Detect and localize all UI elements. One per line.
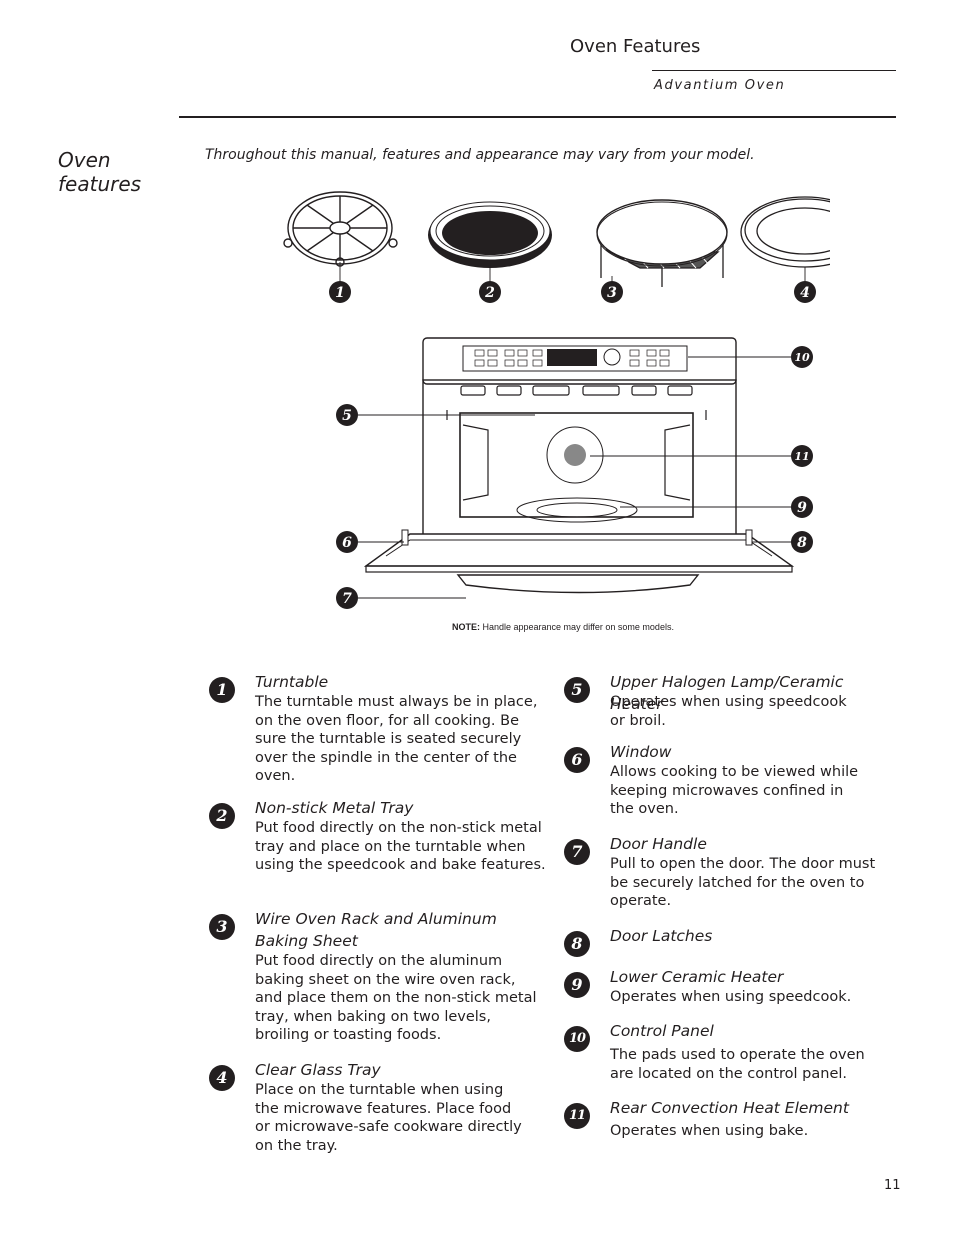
callout-2: 2 [479, 281, 501, 303]
glass-tray-illustration [740, 196, 830, 268]
feature-title: Door Handle [610, 835, 707, 853]
oven-illustration [363, 337, 795, 594]
page-number: 11 [884, 1178, 901, 1193]
callout-9: 9 [791, 496, 813, 518]
metal-tray-illustration [428, 201, 552, 268]
feature-number-badge: 6 [564, 747, 590, 773]
callout-leaders [339, 262, 806, 599]
wire-rack-illustration [596, 199, 728, 287]
svg-text:11: 11 [794, 450, 809, 463]
svg-text:7: 7 [342, 591, 352, 607]
callout-8: 8 [791, 531, 813, 553]
feature-description: The pads used to operate the oven are lo… [610, 1047, 865, 1082]
feature-title: Non-stick Metal Tray [255, 799, 414, 817]
feature-number-badge: 8 [564, 931, 590, 957]
feature-title: Upper Halogen Lamp/Ceramic Heater [610, 673, 844, 713]
feature-title: Clear Glass Tray [255, 1061, 381, 1079]
callout-3: 3 [601, 281, 623, 303]
callout-4: 4 [794, 281, 816, 303]
section-title: Oven features [58, 148, 141, 196]
feature-description: The turntable must always be in place, o… [255, 694, 538, 785]
section-title-line1: Oven [58, 148, 111, 172]
svg-text:6: 6 [342, 535, 352, 551]
oven-diagram: 1 2 3 4 5 6 7 8 9 10 11 [283, 191, 830, 609]
callout-7: 7 [336, 587, 358, 609]
feature-number-badge: 9 [564, 972, 590, 998]
feature-title: Window [610, 743, 672, 761]
feature-number-badge: 3 [209, 914, 235, 940]
feature-description: Operates when using bake. [610, 1123, 809, 1139]
feature-number-badge: 10 [564, 1026, 590, 1052]
feature-title: Lower Ceramic Heater [610, 968, 784, 986]
feature-title: Door Latches [610, 927, 713, 945]
svg-text:8: 8 [797, 535, 807, 551]
turntable-illustration [283, 191, 398, 267]
callout-5: 5 [336, 404, 358, 426]
svg-text:10: 10 [794, 351, 810, 364]
svg-text:3: 3 [607, 285, 617, 301]
feature-description: Pull to open the door. The door must be … [610, 856, 876, 910]
feature-description: Operates when using speedcook. [610, 989, 852, 1005]
callout-6: 6 [336, 531, 358, 553]
callout-11: 11 [791, 445, 813, 467]
feature-description: Put food directly on the non-stick metal… [255, 820, 546, 874]
feature-description: Put food directly on the aluminum baking… [255, 953, 537, 1044]
feature-title: Rear Convection Heat Element [610, 1099, 849, 1117]
callout-10: 10 [791, 346, 813, 368]
feature-description: Place on the turntable when using the mi… [255, 1082, 522, 1154]
feature-title: Control Panel [610, 1022, 714, 1040]
page-header-subtitle: Advantium Oven [654, 78, 786, 93]
page-header-title: Oven Features [570, 36, 701, 57]
feature-number-badge: 4 [209, 1065, 235, 1091]
feature-description: Allows cooking to be viewed while keepin… [610, 764, 859, 818]
feature-title: Wire Oven Rack and Aluminum Baking Sheet [255, 910, 497, 950]
callout-badges: 1 2 3 4 5 6 7 8 9 10 11 [329, 281, 816, 609]
note-text: Handle appearance may differ on some mod… [480, 622, 674, 632]
diagram-note: NOTE: Handle appearance may differ on so… [452, 622, 674, 632]
feature-number-badge: 7 [564, 839, 590, 865]
feature-title: Turntable [255, 673, 329, 691]
section-rule [179, 116, 896, 118]
feature-number-badge: 11 [564, 1103, 590, 1129]
svg-text:4: 4 [800, 285, 810, 301]
section-title-line2: features [58, 172, 142, 196]
svg-text:9: 9 [797, 500, 807, 516]
feature-number-badge: 1 [209, 677, 235, 703]
intro-text: Throughout this manual, features and app… [205, 147, 755, 163]
callout-1: 1 [329, 281, 351, 303]
svg-text:2: 2 [484, 285, 495, 301]
feature-number-badge: 5 [564, 677, 590, 703]
feature-description: Operates when using speedcook or broil. [610, 694, 847, 729]
svg-text:5: 5 [342, 408, 352, 424]
feature-number-badge: 2 [209, 803, 235, 829]
note-label: NOTE: [452, 622, 480, 632]
header-divider [652, 70, 896, 71]
svg-text:1: 1 [335, 285, 345, 301]
